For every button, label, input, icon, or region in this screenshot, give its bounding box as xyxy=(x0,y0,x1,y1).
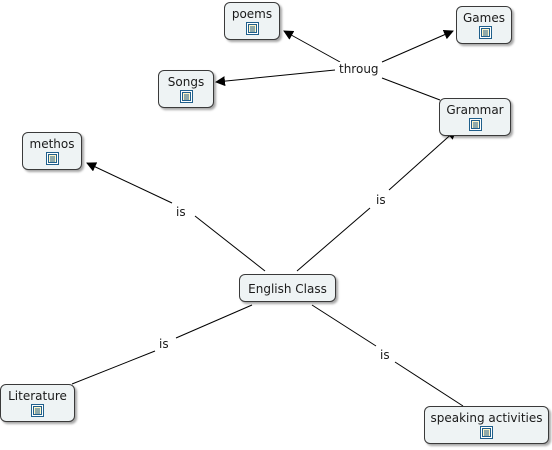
concept-node-grammar[interactable]: Grammar xyxy=(439,98,511,136)
line-throug-to-songs xyxy=(215,69,336,87)
concept-node-methos[interactable]: methos xyxy=(22,132,82,170)
concept-node-games[interactable]: Games xyxy=(456,6,512,44)
line-is-to-methos xyxy=(86,162,173,204)
link-label-is-literature: is xyxy=(157,337,171,351)
document-icon[interactable] xyxy=(479,26,492,39)
concept-label-songs: Songs xyxy=(167,75,205,89)
line-english-to-is-methos xyxy=(194,215,266,272)
link-label-throug: throug xyxy=(337,62,381,76)
document-icon[interactable] xyxy=(245,22,259,35)
line-grammar-to-throug xyxy=(381,77,441,101)
concept-label-poems: poems xyxy=(231,7,273,21)
concept-node-speaking-activities[interactable]: speaking activities xyxy=(424,406,549,444)
concept-label-literature: Literature xyxy=(8,389,67,403)
link-label-is-methos: is xyxy=(174,205,188,219)
line-throug-to-poems xyxy=(283,30,341,63)
line-is-to-grammar xyxy=(388,129,457,191)
concept-node-english-class[interactable]: English Class xyxy=(239,274,336,302)
document-icon[interactable] xyxy=(468,118,482,131)
line-throug-to-games xyxy=(381,30,454,63)
link-label-is-speaking: is xyxy=(378,348,392,362)
document-icon[interactable] xyxy=(45,152,59,165)
concept-label-methos: methos xyxy=(29,137,75,151)
concept-label-grammar: Grammar xyxy=(446,103,504,117)
concept-label-speaking-activities: speaking activities xyxy=(430,411,543,425)
link-label-is-grammar: is xyxy=(374,193,388,207)
line-english-to-is-literature xyxy=(175,304,253,339)
line-english-to-is-speaking xyxy=(311,304,377,347)
concept-label-english-class: English Class xyxy=(248,282,327,296)
line-is-to-literature xyxy=(71,350,156,385)
document-icon[interactable] xyxy=(480,426,493,439)
concept-node-literature[interactable]: Literature xyxy=(0,384,75,422)
concept-node-poems[interactable]: poems xyxy=(224,2,280,40)
line-english-to-is-grammar xyxy=(296,207,371,272)
document-icon[interactable] xyxy=(31,404,44,417)
concept-node-songs[interactable]: Songs xyxy=(158,70,214,108)
document-icon[interactable] xyxy=(179,90,193,103)
line-is-to-speaking xyxy=(394,361,464,407)
concept-label-games: Games xyxy=(463,11,505,25)
